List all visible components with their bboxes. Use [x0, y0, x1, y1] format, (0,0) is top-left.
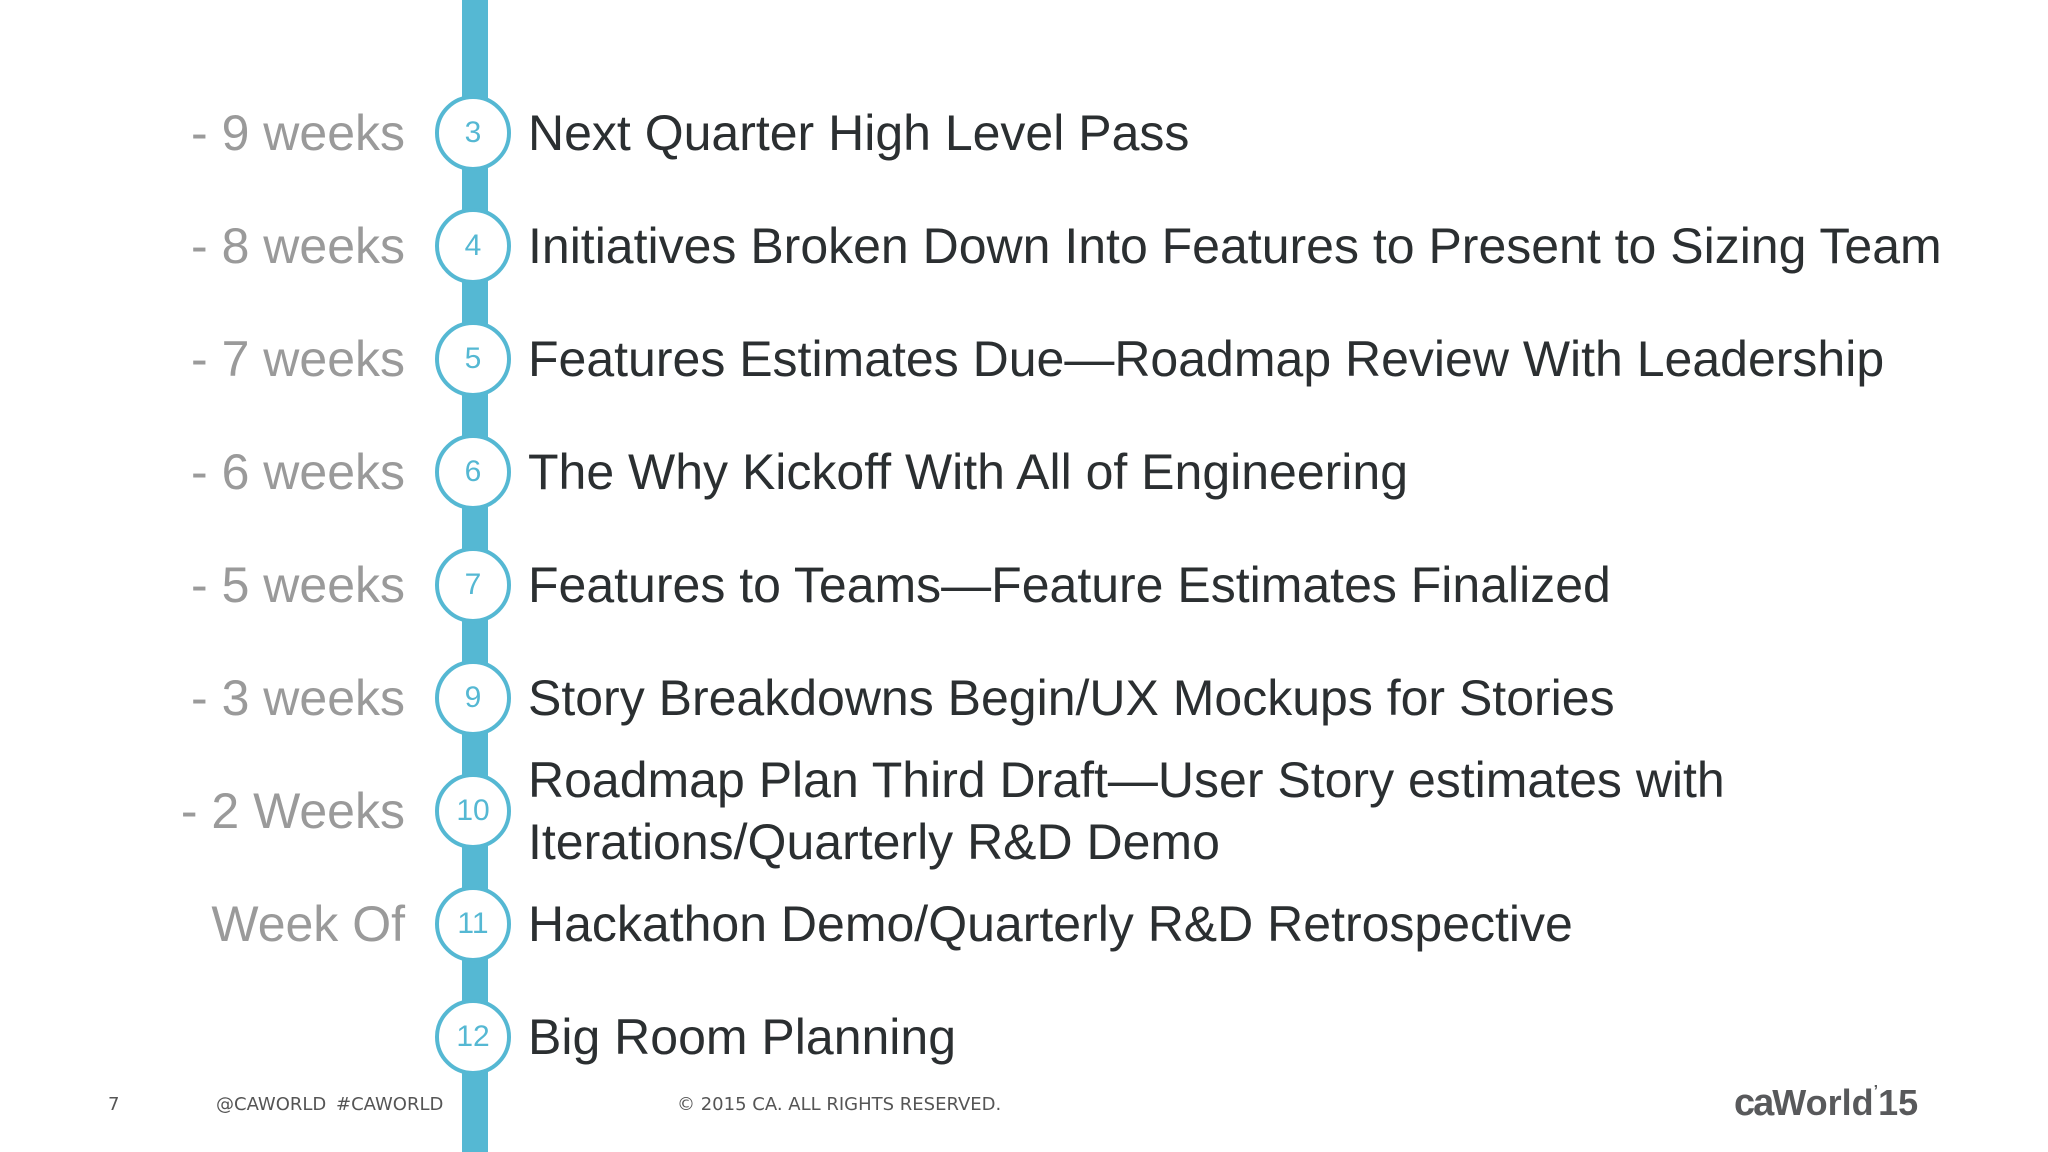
footer-handle: @CAWORLD [216, 1094, 327, 1115]
milestone-text: Story Breakdowns Begin/UX Mockups for St… [528, 670, 1615, 726]
milestone-text: Big Room Planning [528, 1009, 957, 1065]
milestone-text: Features Estimates Due—Roadmap Review Wi… [528, 331, 1885, 387]
copyright-text: © 2015 CA. ALL RIGHTS RESERVED. [677, 1094, 1002, 1115]
step-number-badge: 6 [435, 434, 511, 510]
weeks-label: - 2 Weeks [180, 783, 405, 839]
logo-apostrophe: ’ [1873, 1083, 1879, 1100]
weeks-label: - 6 weeks [191, 444, 405, 500]
milestone-text: Hackathon Demo/Quarterly R&D Retrospecti… [528, 896, 1573, 952]
step-number-badge: 4 [435, 208, 511, 284]
weeks-label: Week Of [211, 896, 405, 952]
milestone-text: Roadmap Plan Third Draft—User Story esti… [528, 749, 1828, 873]
milestone-text: Features to Teams—Feature Estimates Fina… [528, 557, 1611, 613]
step-number-badge: 3 [435, 95, 511, 171]
step-number-badge: 10 [435, 773, 511, 849]
ca-world-logo: caWorld’15 [1734, 1082, 1919, 1124]
weeks-label: - 7 weeks [191, 331, 405, 387]
footer-hashtag: #CAWORLD [336, 1094, 444, 1115]
milestone-text-line: Roadmap Plan Third Draft—User Story esti… [528, 752, 1725, 808]
milestone-text: The Why Kickoff With All of Engineering [528, 444, 1409, 500]
step-number-badge: 7 [435, 547, 511, 623]
weeks-label: - 5 weeks [191, 557, 405, 613]
step-number-badge: 11 [435, 886, 511, 962]
step-number-badge: 5 [435, 321, 511, 397]
step-number-badge: 9 [435, 660, 511, 736]
weeks-label: - 9 weeks [191, 105, 405, 161]
milestone-text: Initiatives Broken Down Into Features to… [528, 218, 1942, 274]
logo-world: World [1772, 1082, 1874, 1123]
logo-ca: ca [1734, 1082, 1774, 1124]
weeks-label: - 8 weeks [191, 218, 405, 274]
logo-year: 15 [1878, 1082, 1919, 1123]
weeks-label: - 3 weeks [191, 670, 405, 726]
page-number: 7 [108, 1094, 120, 1115]
milestone-text-line: Iterations/Quarterly R&D Demo [528, 814, 1220, 870]
step-number-badge: 12 [435, 999, 511, 1075]
milestone-text: Next Quarter High Level Pass [528, 105, 1190, 161]
